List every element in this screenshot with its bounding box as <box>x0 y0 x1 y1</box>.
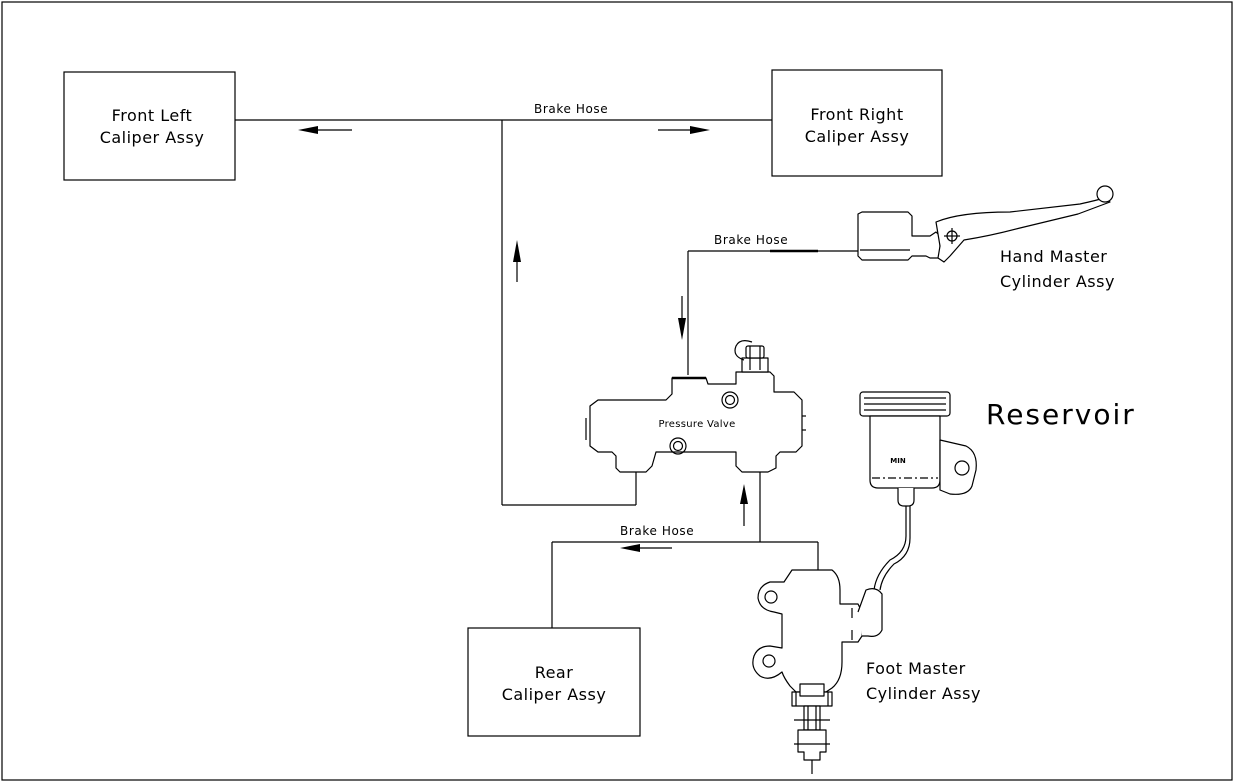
rear-brake-hose-line <box>551 472 819 628</box>
front-right-line1: Front Right <box>810 105 903 124</box>
foot-master-line2: Cylinder Assy <box>866 684 981 703</box>
arrow-up-rear <box>740 484 748 526</box>
arrow-left-front <box>298 126 352 134</box>
hand-master-cylinder-icon <box>857 185 1114 263</box>
rear-brake-hose-label: Brake Hose <box>620 524 694 538</box>
rear-caliper-box: Rear Caliper Assy <box>467 627 641 737</box>
reservoir-min-mark: MIN <box>890 457 906 465</box>
front-brake-hose-line <box>235 119 772 506</box>
arrow-right-front <box>658 126 710 134</box>
rear-line2: Caliper Assy <box>502 685 607 704</box>
front-right-caliper-box: Front Right Caliper Assy <box>771 69 943 177</box>
reservoir-label: Reservoir <box>986 398 1136 431</box>
arrow-left-rear <box>620 544 672 552</box>
front-right-line2: Caliper Assy <box>805 127 910 146</box>
front-brake-hose-label: Brake Hose <box>534 102 608 116</box>
rear-line1: Rear <box>535 663 574 682</box>
hand-master-line1: Hand Master <box>1000 247 1107 266</box>
pressure-valve-label: Pressure Valve <box>658 419 735 430</box>
hand-brake-hose-label: Brake Hose <box>714 233 788 247</box>
reservoir-icon <box>859 391 977 591</box>
arrow-up-vertical <box>513 240 521 282</box>
front-left-line1: Front Left <box>112 106 193 125</box>
foot-master-cylinder-icon <box>752 569 883 774</box>
pressure-valve-icon <box>585 340 806 473</box>
front-left-line2: Caliper Assy <box>100 128 205 147</box>
front-left-caliper-box: Front Left Caliper Assy <box>63 71 236 181</box>
arrow-down-hand <box>678 296 686 340</box>
foot-master-line1: Foot Master <box>866 659 966 678</box>
hand-brake-hose-line <box>687 249 862 375</box>
hand-master-line2: Cylinder Assy <box>1000 272 1115 291</box>
